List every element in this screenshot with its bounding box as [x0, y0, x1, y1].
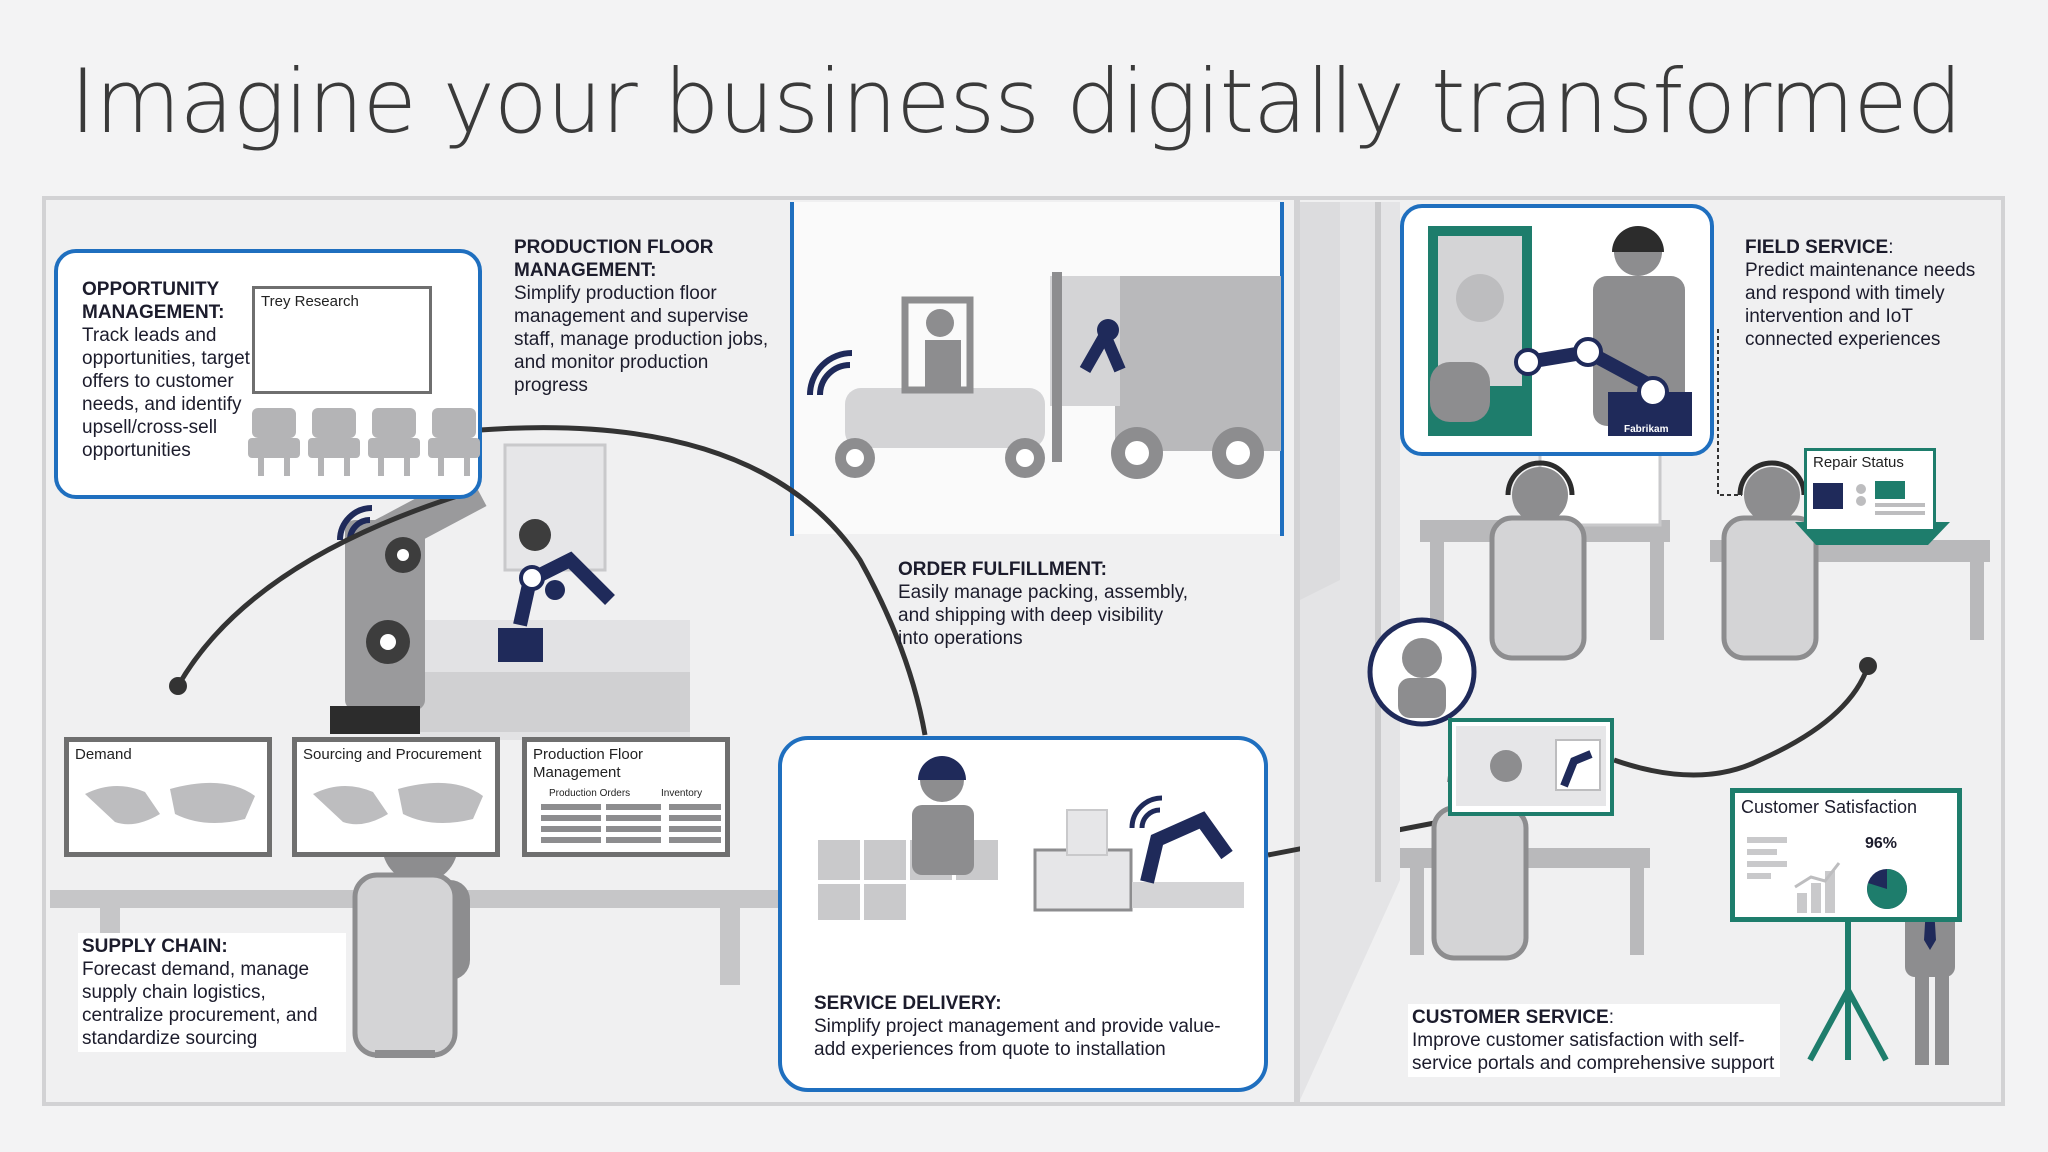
sourcing-label: Sourcing and Procurement: [303, 746, 482, 763]
demand-label: Demand: [75, 746, 132, 763]
customer-service-body: Improve customer satisfaction with self-…: [1412, 1030, 1775, 1074]
opportunity-heading: OPPORTUNITY MANAGEMENT:: [82, 279, 225, 323]
page-title: Imagine your business digitally transfor…: [70, 50, 1962, 153]
field-service-colon: :: [1888, 237, 1894, 258]
sourcing-screen: Sourcing and Procurement: [292, 737, 500, 857]
order-body: Easily manage packing, assembly, and shi…: [898, 582, 1189, 649]
fabrikam-label: Fabrikam: [1624, 424, 1669, 435]
satisfaction-percent: 96%: [1865, 835, 1898, 852]
customer-satisfaction-label: Customer Satisfaction: [1741, 797, 1918, 817]
order-text: ORDER FULFILLMENT: Easily manage packing…: [898, 558, 1198, 650]
field-service-heading: FIELD SERVICE: [1745, 237, 1889, 258]
sourcing-map-icon: [313, 782, 483, 825]
customer-service-text: CUSTOMER SERVICE: Improve customer satis…: [1408, 1004, 1780, 1077]
repair-status-label: Repair Status: [1813, 454, 1904, 471]
satisfaction-chart-icon: [1747, 837, 1908, 913]
customer-satisfaction-board: Customer Satisfaction 96%: [1730, 788, 1962, 922]
production-table-icon: [541, 804, 721, 843]
repair-status-screen: Repair Status: [1804, 448, 1936, 532]
monitor-content-icon: [1456, 726, 1606, 806]
demand-map-icon: [85, 782, 255, 825]
repair-status-icons: [1813, 481, 1925, 515]
field-service-text: FIELD SERVICE: Predict maintenance needs…: [1745, 236, 1985, 351]
service-delivery-text: SERVICE DELIVERY: Simplify project manag…: [814, 992, 1244, 1061]
field-service-art: [1428, 226, 1692, 436]
trey-research-screen: Trey Research: [252, 286, 432, 394]
opportunity-text: OPPORTUNITY MANAGEMENT: Track leads and …: [82, 278, 252, 462]
customer-service-colon: :: [1608, 1007, 1615, 1028]
production-heading: PRODUCTION FLOOR MANAGEMENT:: [514, 237, 714, 281]
customer-service-heading: CUSTOMER SERVICE: [1412, 1007, 1609, 1028]
service-delivery-body: Simplify project management and provide …: [814, 1016, 1221, 1060]
production-text: PRODUCTION FLOOR MANAGEMENT: Simplify pr…: [514, 236, 779, 397]
customer-service-monitor: [1448, 718, 1614, 816]
production-body: Simplify production floor management and…: [514, 283, 769, 396]
audience-seats-icon: [248, 408, 480, 476]
panel-divider: [1294, 196, 1300, 1106]
service-delivery-heading: SERVICE DELIVERY:: [814, 993, 1002, 1014]
production-floor-screen: Production Floor Management Production O…: [522, 737, 730, 857]
demand-screen: Demand: [64, 737, 272, 857]
supply-text: SUPPLY CHAIN: Forecast demand, manage su…: [78, 933, 346, 1052]
supply-heading: SUPPLY CHAIN:: [82, 936, 228, 957]
production-floor-label: Production Floor Management: [533, 746, 644, 781]
production-orders-label: Production Orders: [549, 788, 631, 799]
supply-body: Forecast demand, manage supply chain log…: [82, 959, 318, 1049]
order-heading: ORDER FULFILLMENT:: [898, 559, 1107, 580]
trey-research-label: Trey Research: [261, 293, 359, 310]
service-delivery-art: [818, 756, 1244, 920]
field-service-body: Predict maintenance needs and respond wi…: [1745, 260, 1976, 350]
inventory-label: Inventory: [661, 788, 703, 799]
opportunity-body: Track leads and opportunities, target of…: [82, 325, 250, 461]
